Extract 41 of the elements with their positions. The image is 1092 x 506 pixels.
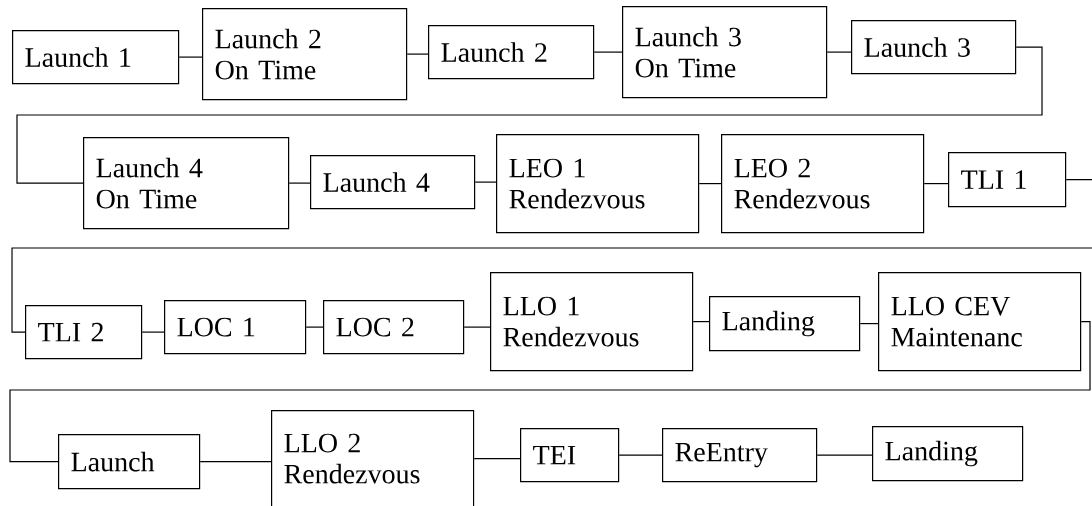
connector-line	[859, 323, 879, 325]
process-box: Launch 4	[310, 155, 476, 210]
process-box: LLO CEV Maintenanc	[878, 272, 1082, 372]
connector-line	[698, 183, 722, 185]
connector-line	[406, 53, 429, 55]
process-box: ReEntry	[662, 428, 818, 483]
connector-line	[593, 51, 623, 53]
process-box: LEO 1 Rendezvous	[496, 134, 700, 234]
process-box: Launch 2 On Time	[202, 8, 408, 101]
process-box: Launch 1	[12, 30, 180, 85]
process-box: Launch 4 On Time	[83, 137, 290, 230]
process-box: LLO 1 Rendezvous	[490, 272, 694, 372]
connector-line	[474, 181, 497, 183]
process-box: Launch 2	[428, 25, 595, 80]
connector-line	[692, 321, 710, 323]
connector-line	[618, 454, 663, 456]
connector-line	[826, 51, 852, 53]
connector-line	[923, 183, 949, 185]
process-box: Launch 3 On Time	[622, 6, 828, 99]
connector-line	[141, 331, 165, 333]
connector-line	[288, 182, 311, 184]
process-box: Launch	[58, 434, 201, 490]
process-box: LLO 2 Rendezvous	[271, 410, 475, 506]
connector-line	[473, 458, 521, 460]
process-box: TLI 2	[25, 305, 143, 360]
connector-line	[11, 179, 1092, 333]
connector-line	[463, 326, 491, 328]
connector-line	[305, 326, 324, 328]
process-box: TLI 1	[948, 152, 1067, 208]
connector-line	[199, 461, 272, 463]
connector-line	[816, 454, 873, 456]
process-box: Landing	[872, 426, 1024, 482]
process-box: LEO 2 Rendezvous	[721, 134, 925, 234]
process-box: Landing	[709, 296, 861, 352]
process-box: TEI	[520, 428, 620, 483]
connector-line	[178, 56, 203, 58]
process-box: Launch 3	[851, 20, 1017, 75]
connector-line	[16, 46, 1043, 184]
process-box: LOC 2	[323, 300, 465, 355]
connector-line	[9, 321, 1091, 463]
process-box: LOC 1	[164, 300, 307, 355]
